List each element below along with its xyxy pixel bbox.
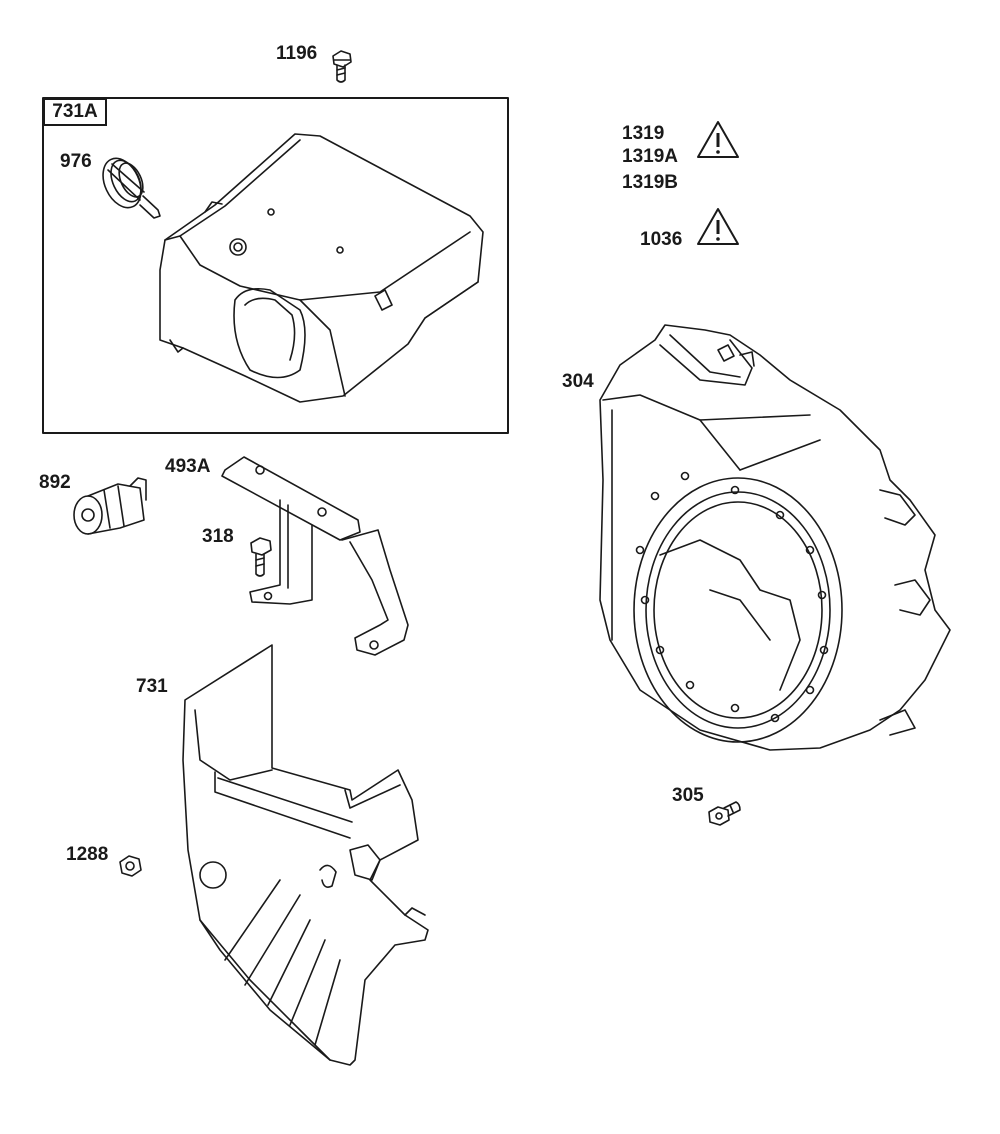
group-box-731A — [42, 97, 509, 434]
warning-triangle-icon — [697, 121, 739, 158]
callout-976: 976 — [60, 151, 92, 172]
primer-bulb-976-icon — [102, 157, 161, 219]
callout-1319B: 1319B — [622, 172, 678, 193]
callout-892: 892 — [39, 472, 71, 493]
air-cleaner-cover-731A-icon — [159, 133, 484, 403]
cover-731-icon — [182, 644, 429, 1066]
callout-1196: 1196 — [276, 43, 318, 64]
callout-1036: 1036 — [640, 229, 683, 250]
bolt-305-icon — [708, 801, 741, 826]
callout-318: 318 — [202, 526, 234, 547]
callout-731A: 731A — [43, 98, 107, 126]
callout-1319A: 1319A — [622, 146, 678, 167]
blower-housing-304-icon — [599, 324, 951, 751]
nut-1288-icon — [119, 855, 142, 877]
callout-493A: 493A — [165, 456, 211, 477]
callout-731: 731 — [136, 676, 168, 697]
part-892-icon — [73, 477, 147, 535]
bracket-493A-icon — [221, 456, 409, 656]
callout-304: 304 — [562, 371, 594, 392]
bolt-1196-icon — [332, 50, 352, 83]
warning-triangle-icon — [697, 208, 739, 245]
callout-1288: 1288 — [66, 844, 109, 865]
callout-305: 305 — [672, 785, 704, 806]
bolt-318-icon — [250, 537, 272, 577]
callout-1319: 1319 — [622, 123, 665, 144]
